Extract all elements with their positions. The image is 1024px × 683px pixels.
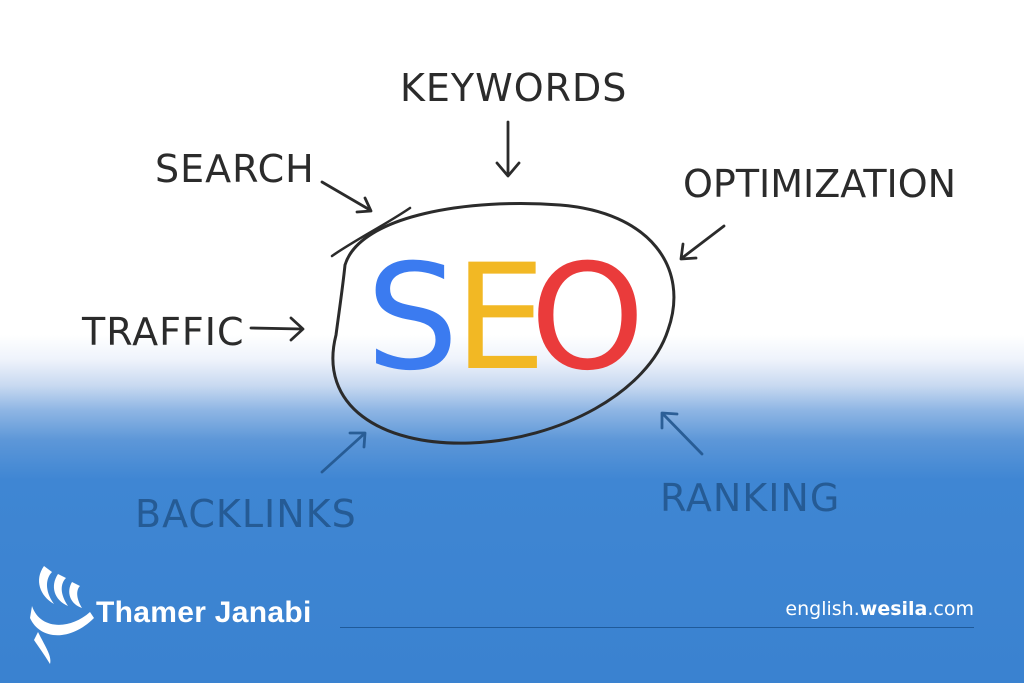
term-backlinks: BACKLINKS: [135, 492, 357, 536]
term-search: SEARCH: [155, 147, 315, 191]
traffic-arrow: [249, 316, 305, 342]
site-bold: wesila: [859, 598, 928, 620]
center-ellipse: [331, 202, 676, 445]
term-keywords: KEYWORDS: [400, 66, 628, 110]
seo-letter-s: S: [366, 233, 459, 403]
term-traffic: TRAFFIC: [82, 310, 245, 354]
optimization-arrow: [679, 224, 726, 261]
ellipse-overlap-stroke: [330, 206, 412, 258]
term-ranking: RANKING: [660, 476, 841, 520]
stylized-calligraphy-logo-icon: [30, 566, 94, 664]
site-suffix: .com: [927, 598, 974, 620]
site-url[interactable]: english.wesila.com: [785, 598, 974, 620]
footer-divider: [340, 627, 974, 628]
ranking-arrow: [660, 411, 704, 456]
backlinks-arrow: [320, 431, 367, 474]
seo-letter-o: O: [530, 233, 645, 403]
search-arrow: [320, 180, 373, 214]
term-optimization: OPTIMIZATION: [683, 162, 957, 206]
seo-letter-e: E: [454, 233, 547, 403]
site-prefix: english.: [785, 598, 860, 620]
keywords-arrow: [495, 120, 521, 178]
brand-name: Thamer Janabi: [96, 596, 312, 629]
